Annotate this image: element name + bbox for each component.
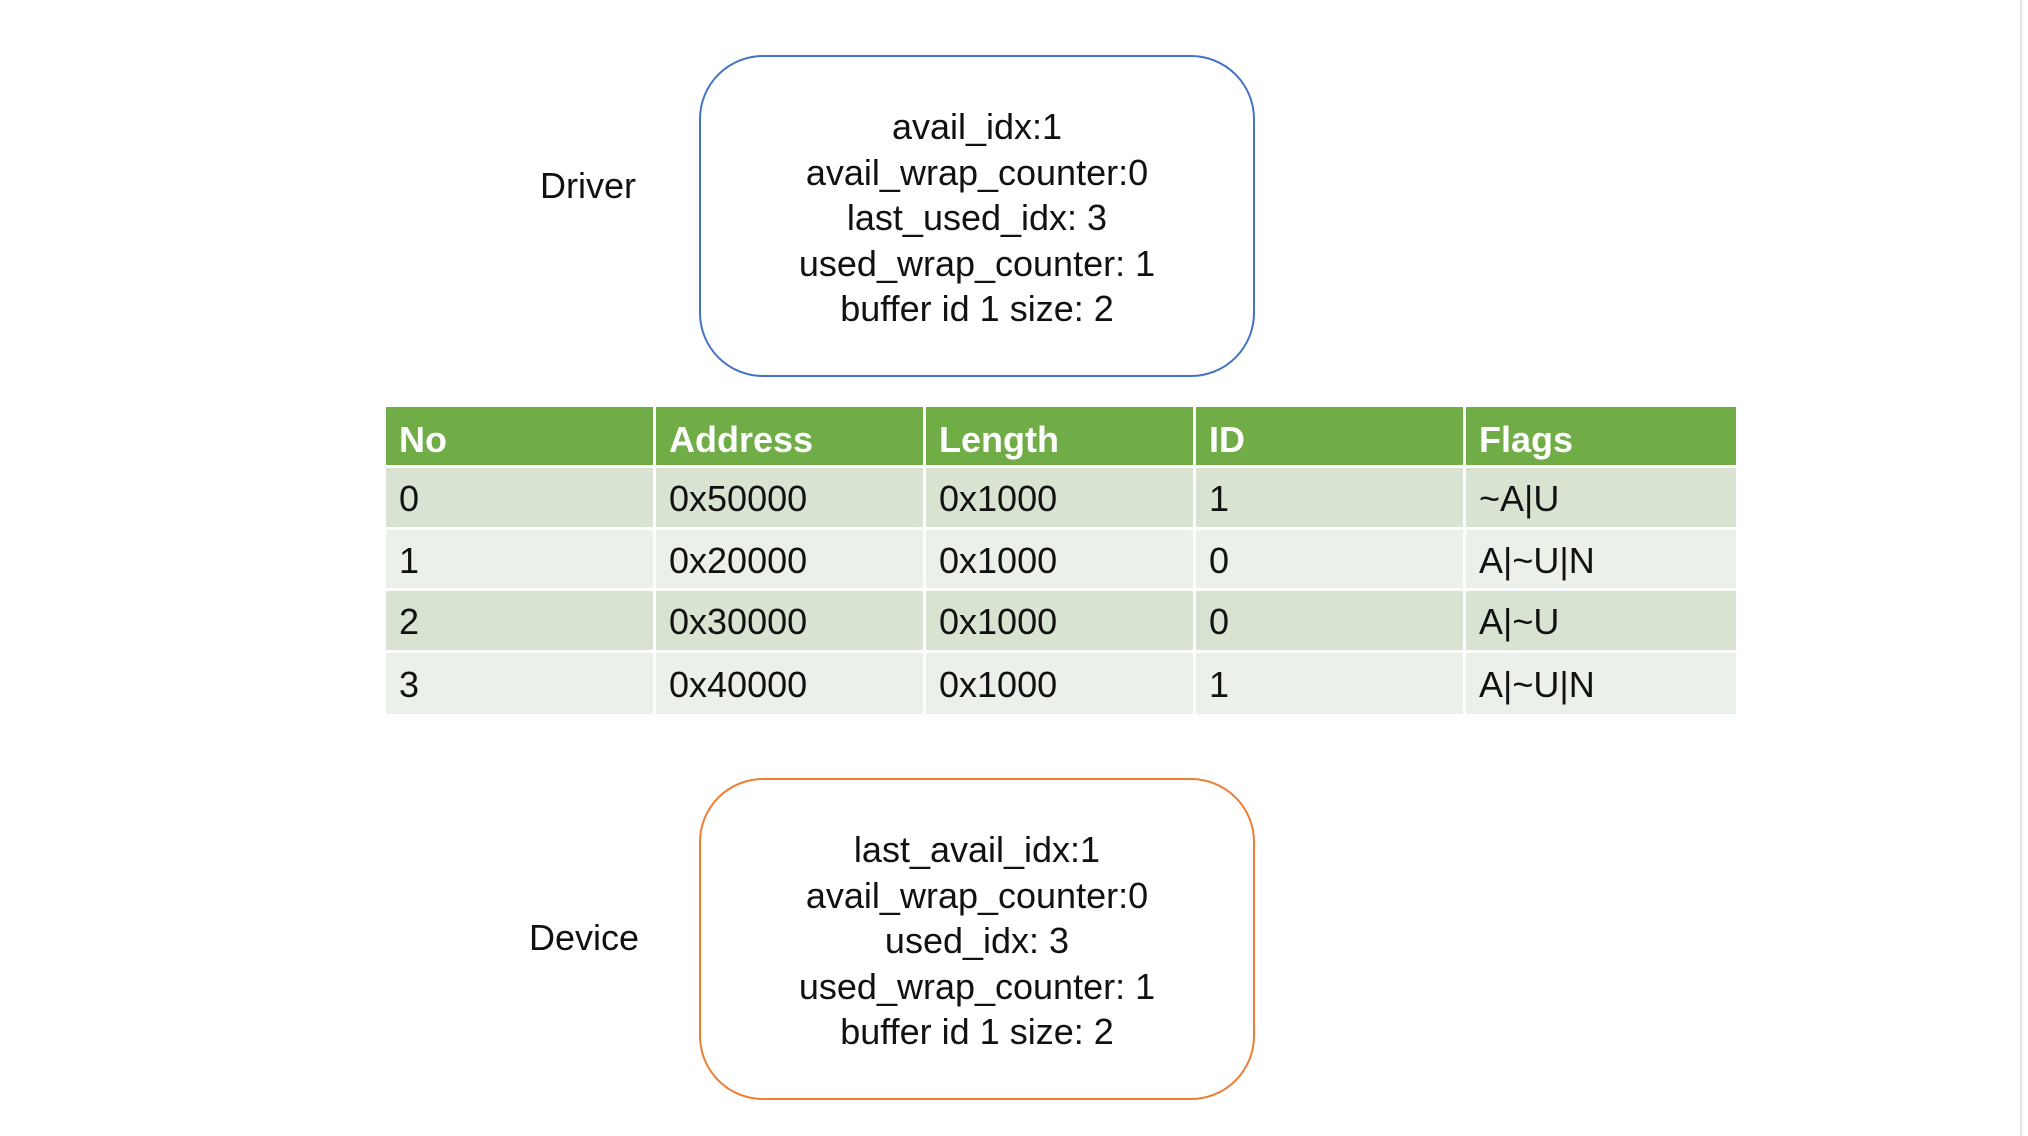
header-address: Address xyxy=(656,407,926,468)
header-id: ID xyxy=(1196,407,1466,468)
driver-state-line: used_wrap_counter: 1 xyxy=(798,242,1156,284)
device-state-line: last_avail_idx:1 xyxy=(853,829,1101,871)
cell-flags: A|~U|N xyxy=(1466,529,1736,591)
table-row: 2 0x30000 0x1000 0 A|~U xyxy=(386,591,1736,653)
header-flags: Flags xyxy=(1466,407,1736,468)
cell-address: 0x40000 xyxy=(656,652,926,714)
cell-address: 0x30000 xyxy=(656,591,926,653)
table-row: 3 0x40000 0x1000 1 A|~U|N xyxy=(386,652,1736,714)
cell-id: 0 xyxy=(1196,591,1466,653)
device-state-box: last_avail_idx:1 avail_wrap_counter:0 us… xyxy=(699,778,1255,1100)
device-label: Device xyxy=(529,917,640,958)
driver-state-box: avail_idx:1 avail_wrap_counter:0 last_us… xyxy=(699,55,1255,377)
cell-no: 2 xyxy=(386,591,656,653)
device-state-line: used_idx: 3 xyxy=(884,920,1070,962)
page-edge-divider xyxy=(2020,0,2022,1136)
driver-state-line: avail_idx:1 xyxy=(891,106,1063,148)
driver-state-line: last_used_idx: 3 xyxy=(846,197,1108,239)
cell-address: 0x50000 xyxy=(656,468,926,530)
device-state-line: buffer id 1 size: 2 xyxy=(840,1011,1114,1053)
cell-flags: A|~U|N xyxy=(1466,652,1736,714)
cell-no: 3 xyxy=(386,652,656,714)
cell-id: 1 xyxy=(1196,468,1466,530)
descriptor-ring-table: No Address Length ID Flags 0 0x50000 0x1… xyxy=(386,407,1736,714)
driver-label: Driver xyxy=(540,165,636,206)
driver-state-line: buffer id 1 size: 2 xyxy=(840,288,1114,330)
cell-no: 0 xyxy=(386,468,656,530)
device-state-line: avail_wrap_counter:0 xyxy=(805,874,1149,916)
cell-id: 1 xyxy=(1196,652,1466,714)
cell-address: 0x20000 xyxy=(656,529,926,591)
header-length: Length xyxy=(926,407,1196,468)
table-header-row: No Address Length ID Flags xyxy=(386,407,1736,468)
device-state-line: used_wrap_counter: 1 xyxy=(798,965,1156,1007)
cell-length: 0x1000 xyxy=(926,529,1196,591)
cell-flags: A|~U xyxy=(1466,591,1736,653)
header-no: No xyxy=(386,407,656,468)
cell-length: 0x1000 xyxy=(926,468,1196,530)
cell-no: 1 xyxy=(386,529,656,591)
cell-id: 0 xyxy=(1196,529,1466,591)
table-row: 1 0x20000 0x1000 0 A|~U|N xyxy=(386,529,1736,591)
cell-length: 0x1000 xyxy=(926,652,1196,714)
driver-state-line: avail_wrap_counter:0 xyxy=(805,151,1149,193)
cell-flags: ~A|U xyxy=(1466,468,1736,530)
table-row: 0 0x50000 0x1000 1 ~A|U xyxy=(386,468,1736,530)
cell-length: 0x1000 xyxy=(926,591,1196,653)
